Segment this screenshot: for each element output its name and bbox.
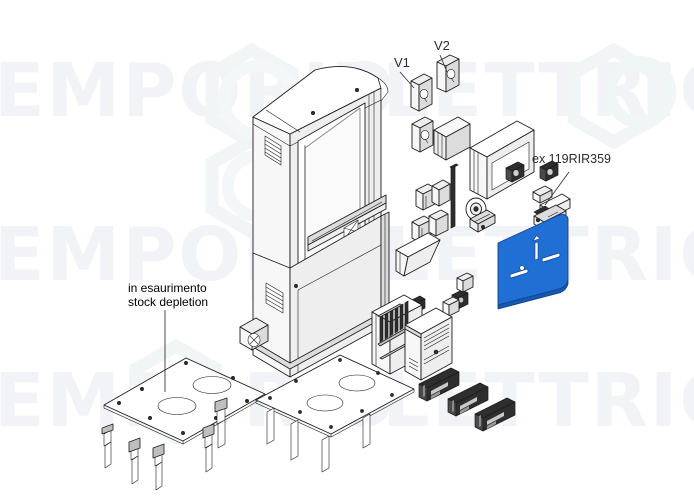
- breaker-cover-panel: [404, 307, 453, 381]
- control-board-2: [447, 382, 489, 417]
- main-cabinet-body: [252, 65, 390, 378]
- leader-line-v1: [399, 71, 415, 89]
- sensor-chip-right: [539, 160, 559, 182]
- vent-grille-upper: [264, 135, 282, 166]
- sensor-chip-left: [505, 161, 525, 183]
- front-door-panel: [497, 213, 569, 310]
- display-bezel-frame: [469, 120, 535, 200]
- hinge-bracket-v1: [410, 73, 433, 112]
- din-breaker-row: [377, 300, 411, 347]
- fan-grille-module: [239, 317, 269, 351]
- label-stock-line-it: in esaurimento: [128, 281, 207, 295]
- anchor-bolt-set-left: [101, 397, 228, 491]
- cover-block-module: [433, 116, 471, 161]
- label-v2: V2: [434, 38, 450, 53]
- hinge-bracket-mid: [411, 116, 434, 153]
- foundation-plate-left: [101, 357, 266, 491]
- control-board-3: [474, 397, 516, 432]
- label-stock-line-en: stock depletion: [128, 295, 209, 309]
- leader-line-v2: [439, 54, 448, 73]
- hinge-bracket-v2: [436, 54, 460, 93]
- control-board-modules: [418, 367, 516, 432]
- control-board-1: [418, 367, 460, 402]
- hopper-chute: [395, 232, 441, 277]
- label-stock-depletion: in esaurimento stock depletion: [128, 281, 208, 309]
- foundation-plate-right: [255, 354, 415, 473]
- vent-grille-lower: [265, 282, 284, 314]
- label-ex-code: ex 119RIR359: [532, 152, 611, 166]
- bracket-pair-upper: [415, 179, 451, 211]
- chip-module-c: [456, 272, 474, 293]
- vertical-rod: [449, 163, 459, 229]
- motor-roller-unit: [465, 197, 496, 233]
- plate-legs-right: [266, 407, 371, 473]
- label-v1: V1: [394, 55, 410, 70]
- leader-line-ex-code: [544, 171, 570, 206]
